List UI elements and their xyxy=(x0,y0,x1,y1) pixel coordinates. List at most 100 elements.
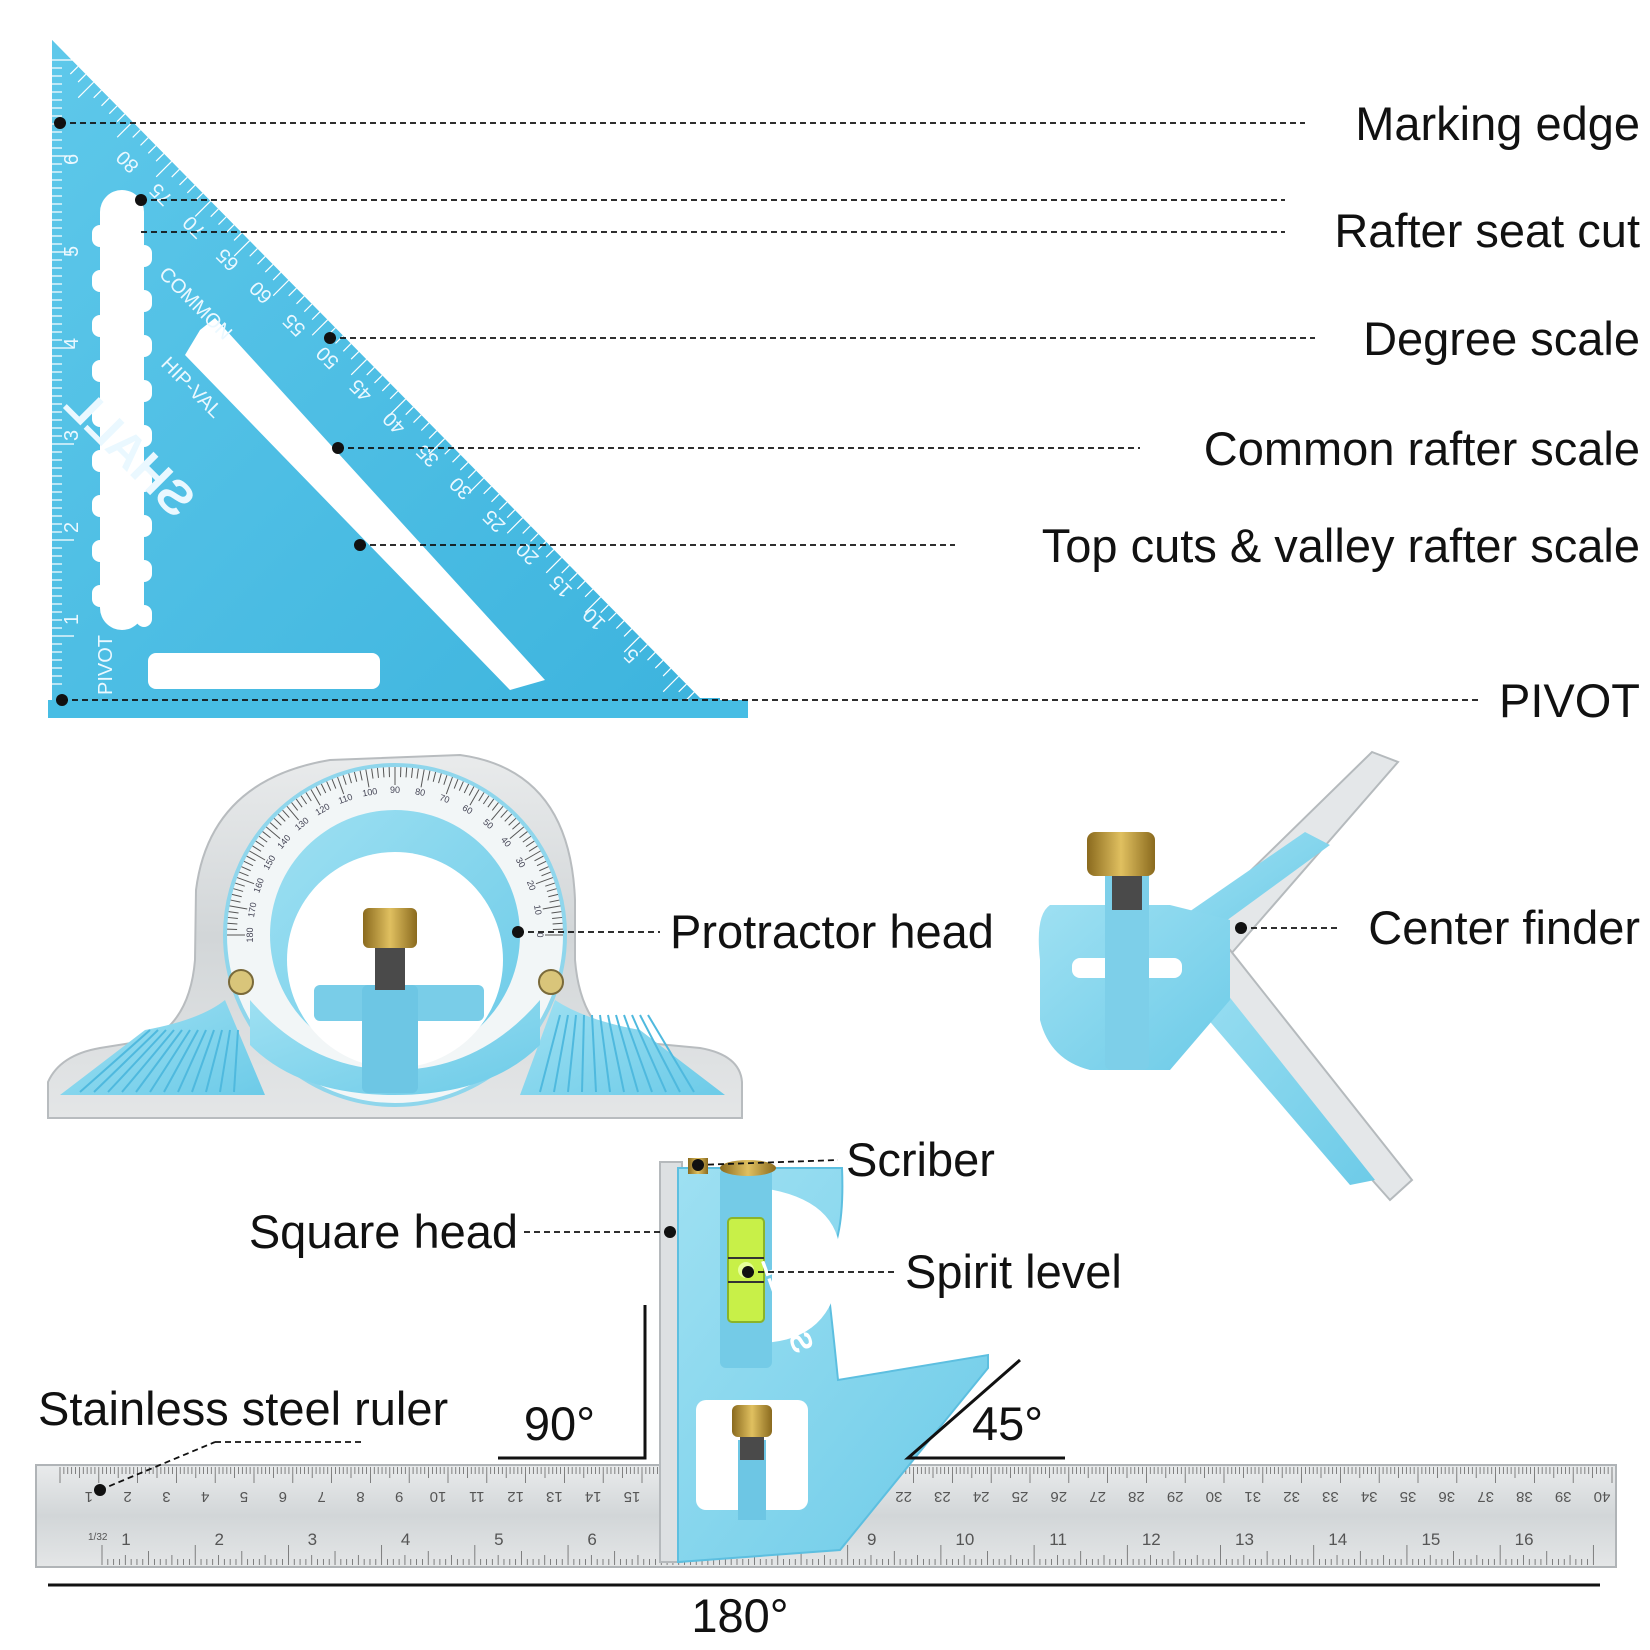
protractor-tick xyxy=(453,779,459,789)
ruler-cm-label: 33 xyxy=(1322,1488,1339,1505)
hyp-tick xyxy=(311,319,329,336)
protractor-label: 50 xyxy=(481,817,495,831)
protractor-tick xyxy=(231,893,242,898)
protractor-tick xyxy=(286,805,299,821)
slot-notch xyxy=(92,315,108,337)
protractor-label: 60 xyxy=(461,803,475,817)
foot-stripe xyxy=(553,1014,569,1093)
protractor-tick xyxy=(525,840,535,848)
angle-markers: 90° 45° 180° xyxy=(48,1305,1600,1642)
speed-square-callouts: Marking edge Rafter seat cut Degree scal… xyxy=(54,97,1640,727)
hyp-tick xyxy=(569,572,578,582)
foot-stripe xyxy=(135,1029,183,1093)
protractor-tick xyxy=(277,813,286,822)
protractor-tick xyxy=(227,916,238,919)
edge-number: 4 xyxy=(61,338,83,349)
edge-number: 5 xyxy=(61,246,83,257)
hyp-tick xyxy=(639,644,648,653)
degree-scale-label: Degree scale xyxy=(1363,312,1640,365)
ruler-cm-label: 26 xyxy=(1050,1488,1067,1505)
hyp-tick xyxy=(467,469,477,479)
protractor-tick xyxy=(282,809,290,818)
ruler-cm-label: 25 xyxy=(1012,1488,1029,1505)
ruler-cm-label: 40 xyxy=(1594,1488,1611,1505)
ruler-inch-label: 12 xyxy=(1142,1530,1161,1549)
foot-stripe xyxy=(623,1014,653,1093)
hyp-tick xyxy=(108,105,118,115)
protractor-stem xyxy=(362,985,418,1093)
hyp-tick xyxy=(77,73,87,83)
center-finder-wing-lower xyxy=(1170,960,1375,1185)
protractor-tick xyxy=(241,866,251,872)
protractor-tick xyxy=(230,899,241,903)
foot-stripe xyxy=(591,1014,597,1093)
edge-number: 2 xyxy=(61,522,83,533)
protractor-tick xyxy=(229,905,248,910)
protractor-tick xyxy=(320,783,327,794)
hyp-tick xyxy=(647,652,656,661)
slot-notch xyxy=(136,560,152,582)
protractor-foot-right xyxy=(520,1000,725,1095)
foot-stripe xyxy=(599,1014,611,1093)
hyp-tick xyxy=(264,263,274,273)
protractor-label: 170 xyxy=(246,902,258,919)
angle-90-label: 90° xyxy=(524,1397,595,1450)
ruler-inch-label: 11 xyxy=(1049,1530,1067,1549)
ruler-cm-label: 14 xyxy=(585,1488,602,1505)
protractor-tick xyxy=(342,775,347,785)
protractor-tick xyxy=(548,893,559,898)
protractor-tick xyxy=(468,786,475,796)
foot-stripe xyxy=(233,1029,239,1093)
protractor-tick xyxy=(337,776,345,795)
scriber-label: Scriber xyxy=(846,1133,995,1186)
protractor-tick xyxy=(546,888,557,892)
ruler-cm-label: 24 xyxy=(973,1488,990,1505)
ruler-cm-label: 12 xyxy=(507,1488,524,1505)
ruler-unit-mark: 1/32 xyxy=(88,1532,108,1543)
protractor-tick xyxy=(482,795,490,805)
protractor-tick xyxy=(469,789,480,806)
ruler-cm-label: 1 xyxy=(85,1488,93,1505)
square-head-top-cap xyxy=(720,1160,776,1176)
hyp-tick xyxy=(623,636,641,653)
hyp-tick xyxy=(381,382,391,392)
protractor-tick xyxy=(504,813,513,822)
slot-notch xyxy=(136,425,152,447)
protractor-tick xyxy=(552,916,563,919)
protractor-tick xyxy=(382,767,385,778)
degree-scale-ticks xyxy=(69,65,695,701)
slot-notch xyxy=(136,245,152,267)
protractor-tick xyxy=(411,767,414,778)
hyp-tick xyxy=(155,161,173,178)
protractor-foot-stripes xyxy=(79,1014,695,1093)
scriber-line xyxy=(697,1159,839,1166)
protractor-tick xyxy=(371,768,374,779)
protractor-tick xyxy=(235,882,245,887)
ruler-cm-label: 32 xyxy=(1283,1488,1300,1505)
protractor-tick xyxy=(438,773,442,784)
hyp-tick xyxy=(257,256,266,265)
foot-stripe xyxy=(539,1014,561,1093)
hyp-tick xyxy=(428,430,438,439)
protractor-screw-left xyxy=(228,969,254,995)
protractor-tick xyxy=(348,773,352,784)
ruler-cm-label: 7 xyxy=(317,1488,325,1505)
protractor-tick xyxy=(512,822,521,830)
ruler-cm-label: 31 xyxy=(1244,1488,1261,1505)
protractor-tick xyxy=(458,781,464,791)
protractor-label: 100 xyxy=(362,786,379,798)
hyp-tick xyxy=(93,89,102,99)
foot-stripe xyxy=(149,1029,191,1093)
hyp-tick xyxy=(366,366,375,376)
ruler-inch-label: 10 xyxy=(955,1530,974,1549)
ruler-cm-label: 38 xyxy=(1516,1488,1533,1505)
protractor-label: Protractor head xyxy=(670,905,994,958)
protractor-tick xyxy=(427,770,431,781)
hyp-tick xyxy=(311,311,321,321)
hyp-tick xyxy=(623,628,633,637)
ruler-line-diag xyxy=(99,1441,216,1491)
angle-180-label: 180° xyxy=(691,1589,788,1642)
foot-stripe xyxy=(581,1014,585,1093)
angle-45-label: 45° xyxy=(972,1397,1043,1450)
slot-notch xyxy=(92,450,108,472)
